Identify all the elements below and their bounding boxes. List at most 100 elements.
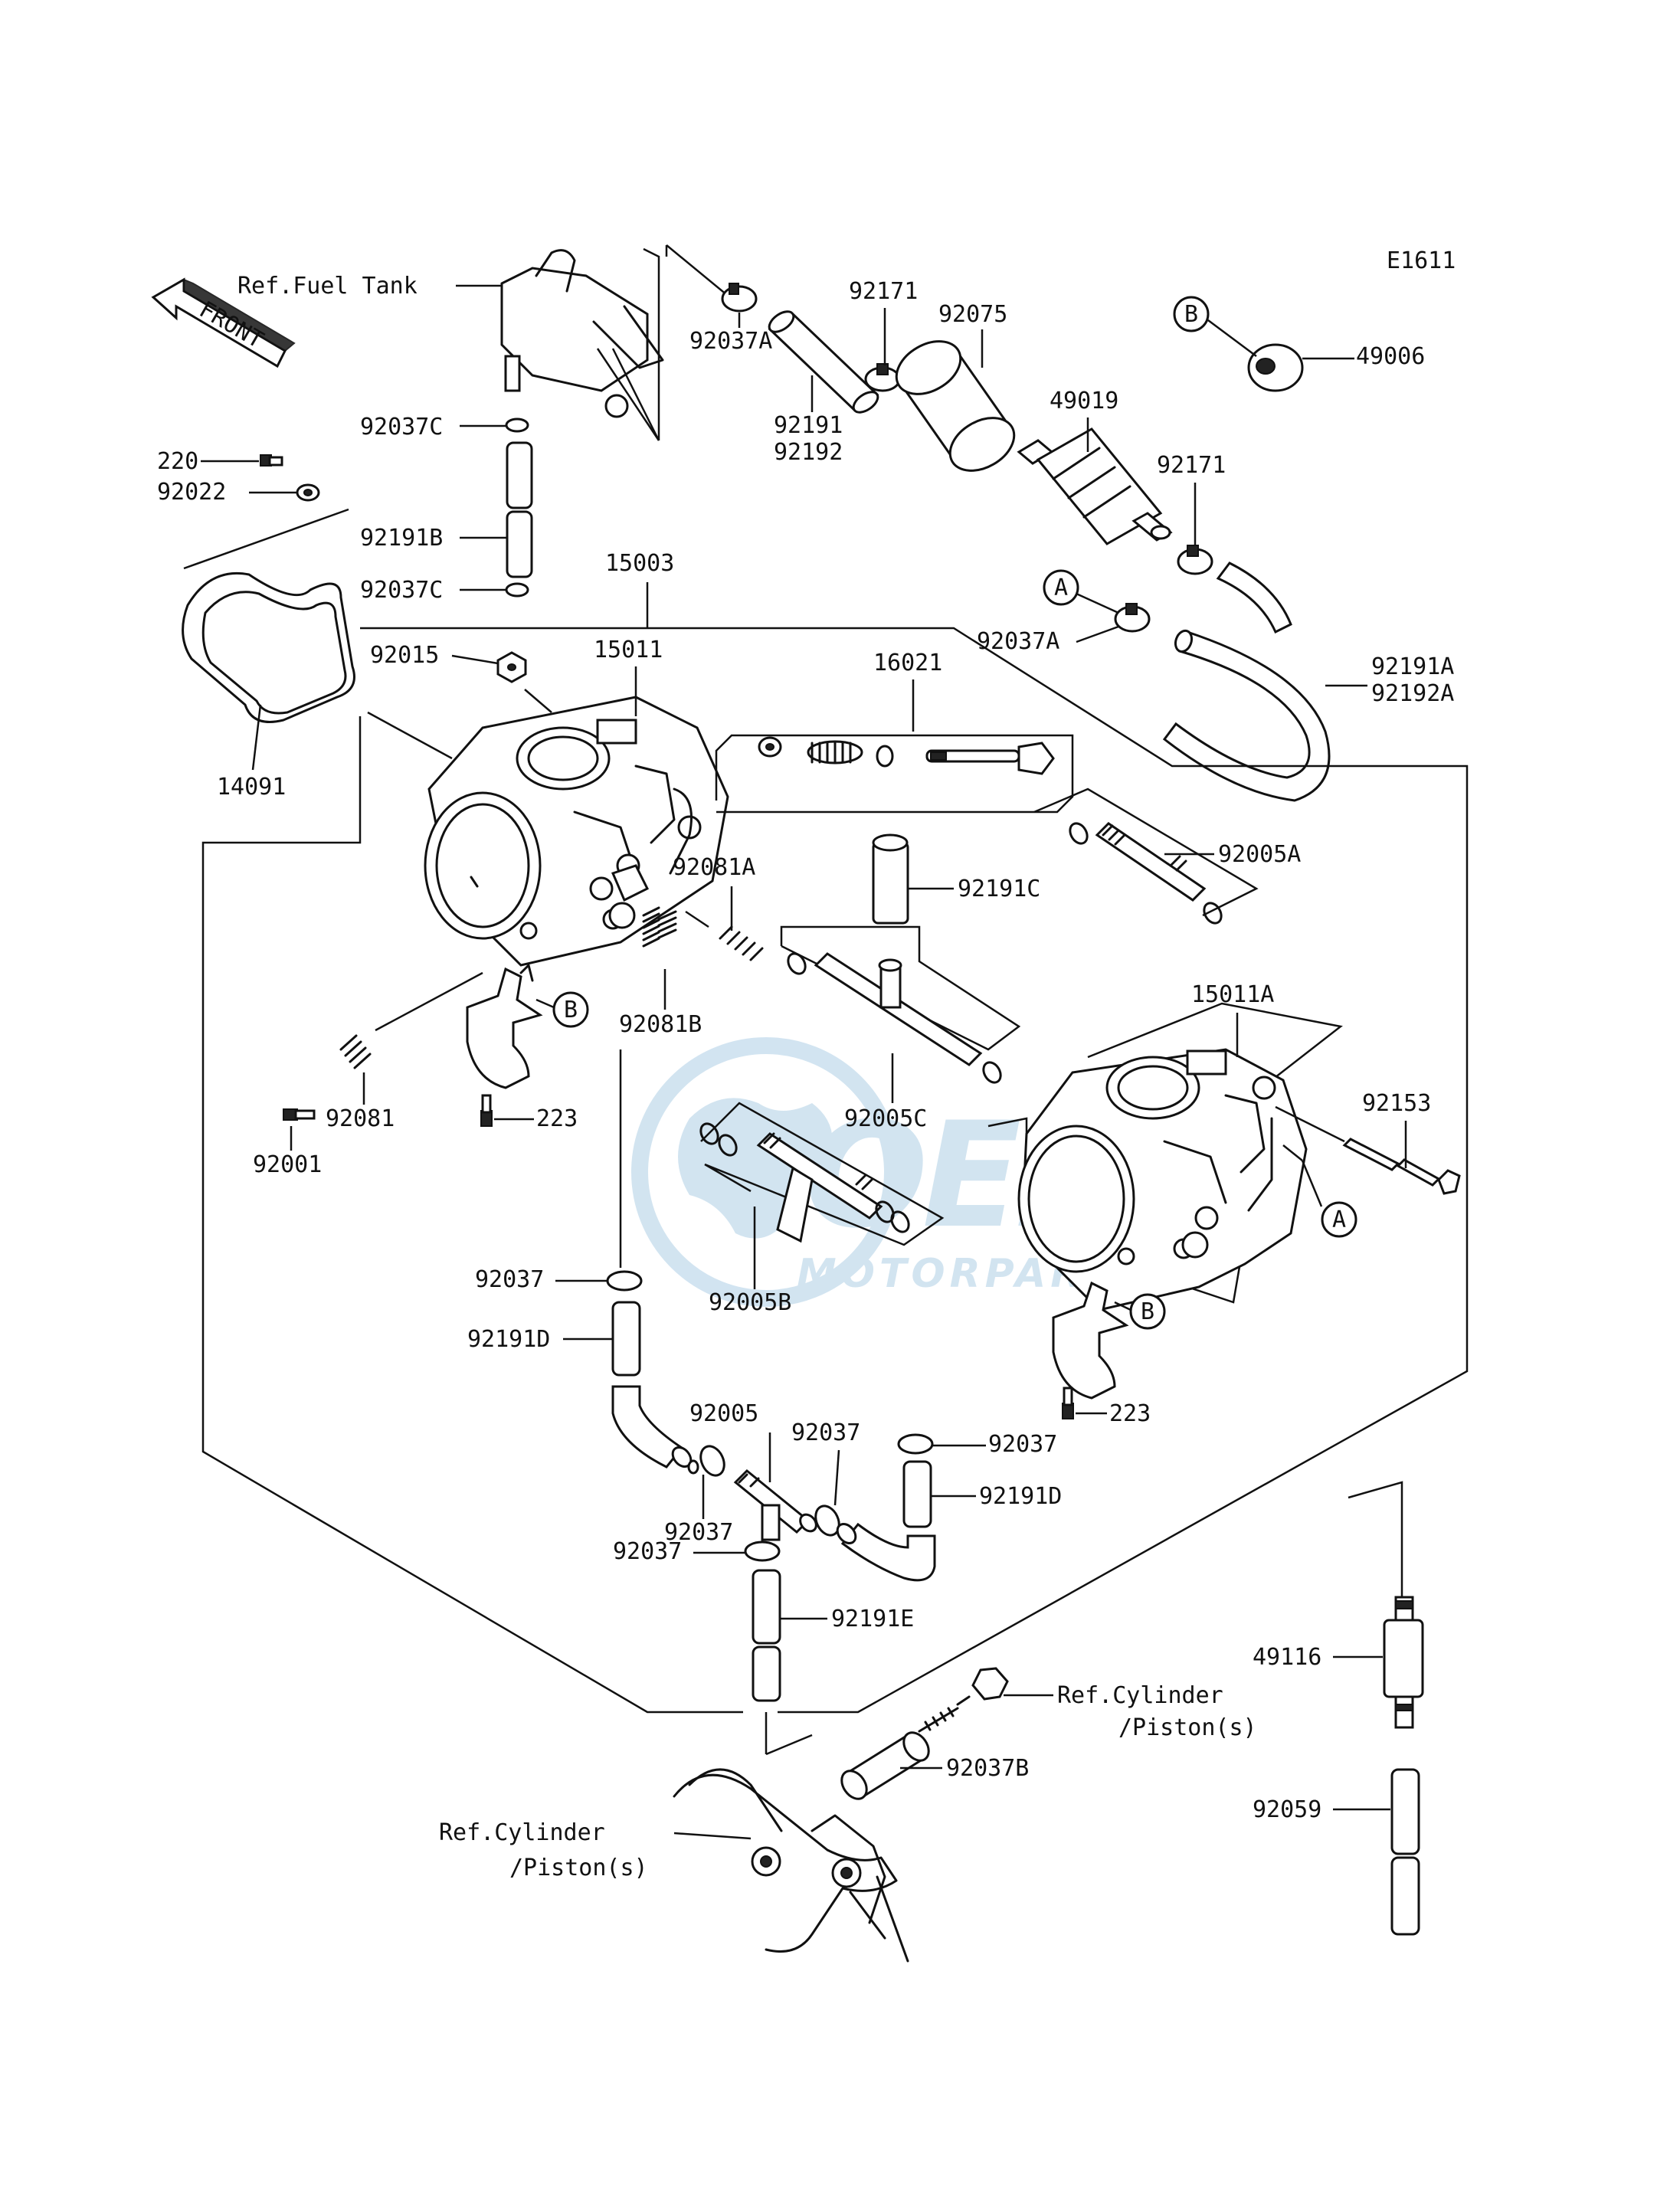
clip-92037c-top [505,417,529,433]
label-220: 220 [157,448,198,475]
label-92037a-top: 92037A [689,328,772,355]
callout-b-left: B [552,991,589,1028]
clip-92037-left [606,1270,643,1292]
clip-92037c-bottom [505,582,529,598]
hose-92191d-left-bend [611,1385,684,1468]
ref-fuel-tank: Ref.Fuel Tank [237,273,418,300]
clip-92037-mid-b [814,1505,840,1537]
tube-92191c [872,833,909,925]
fitting-92037b [840,1731,930,1800]
label-16021: 16021 [873,650,942,676]
svg-text:B: B [564,997,578,1023]
label-92005: 92005 [689,1400,758,1427]
bolt-223-left [480,1094,493,1127]
svg-text:A: A [1332,1207,1346,1233]
label-92081b: 92081B [619,1011,702,1038]
hose-92191e-lower [752,1645,781,1702]
bolt-92153 [1342,1138,1461,1195]
label-92037-lower-2: 92037 [613,1538,682,1565]
hose-92191b-lower [506,510,533,578]
label-92081: 92081 [326,1105,395,1132]
svg-text:A: A [1054,575,1068,601]
label-92037c-top: 92037C [360,414,443,440]
label-92192: 92192 [774,439,843,466]
label-92037c-bottom: 92037C [360,577,443,604]
clip-92037-lower-1 [687,1459,699,1475]
linkage-16021 [758,736,1055,775]
bracket-left [466,964,543,1089]
bolt-223-right [1062,1387,1074,1419]
pipe-92005c [787,952,1002,1084]
label-92171-top: 92171 [849,278,918,305]
callout-b-top: B [1173,296,1210,332]
label-92171-mid: 92171 [1157,452,1226,479]
label-92191a: 92191A [1371,653,1454,680]
diagram-code: E1611 [1387,247,1456,274]
cap-49006 [1247,343,1304,392]
clip-92171-mid [1177,545,1213,575]
nut-92015 [496,651,527,683]
label-92005c: 92005C [844,1105,927,1132]
clip-92171-top [864,363,901,392]
pipe-92191 [768,310,879,414]
hose-92191d-right [902,1460,932,1528]
screw-92001 [283,1108,316,1121]
carburetor-15011a [1017,1048,1308,1311]
clip-92037-right [897,1433,934,1455]
callout-a-right: A [1321,1201,1357,1238]
cover-14091 [182,571,355,723]
pipe-frame-92005a [1033,787,1259,917]
label-92191e: 92191E [831,1606,914,1632]
spring-92081b [642,906,677,948]
pipe-92005a [1069,822,1223,925]
label-92037-lower-1: 92037 [664,1519,733,1546]
label-15011a: 15011A [1191,981,1274,1008]
label-92037b: 92037B [946,1755,1029,1782]
label-92191d-left: 92191D [467,1326,550,1353]
label-92191: 92191 [774,412,843,439]
spring-92081 [339,1034,372,1069]
ref-cylinder-right-2: /Piston(s) [1118,1714,1257,1741]
clip-92037a-top [721,283,758,313]
label-92075: 92075 [938,301,1007,328]
label-92037-right: 92037 [988,1431,1057,1458]
svg-text:B: B [1184,301,1198,328]
hose-92191e-upper [752,1569,781,1645]
label-49019: 49019 [1050,388,1118,414]
label-92081a: 92081A [673,854,755,881]
label-92037-left: 92037 [475,1266,544,1293]
carburetor-15011 [424,696,729,967]
label-92001: 92001 [253,1151,322,1178]
pipe-92005b [699,1122,910,1243]
svg-text:B: B [1141,1298,1154,1325]
washer-92022 [296,483,320,502]
label-15011: 15011 [594,637,663,663]
label-92192A: 92192A [1371,680,1454,707]
label-92037-mid: 92037 [791,1419,860,1446]
callout-a-top: A [1043,569,1079,606]
tee-92005 [733,1468,817,1541]
label-223-right: 223 [1109,1400,1151,1427]
assembly-frame-15003 [201,627,1469,1714]
hose-92191d-left [611,1301,641,1377]
filter-49019 [1017,427,1173,545]
ref-cylinder-sketch [673,1768,909,1963]
label-92191c: 92191C [958,876,1040,902]
sleeve-92075 [895,340,1016,472]
clip-92037-mid-a [699,1445,725,1477]
fuel-valve [500,247,664,441]
label-92005a: 92005A [1218,841,1301,868]
label-223-left: 223 [536,1105,578,1132]
label-92005b: 92005B [709,1289,791,1316]
label-92191b: 92191B [360,525,443,552]
hose-92191b-upper [506,441,533,509]
ref-cylinder-left-2: /Piston(s) [509,1855,648,1881]
watermark-globe-icon [631,1037,901,1307]
hose-92059 [1390,1768,1420,1936]
spring-92081a [719,925,764,961]
label-49116: 49116 [1253,1644,1321,1671]
label-15003: 15003 [605,550,674,577]
clip-92037a-mid [1114,603,1151,633]
pipe-frame-92005b [700,1102,945,1246]
